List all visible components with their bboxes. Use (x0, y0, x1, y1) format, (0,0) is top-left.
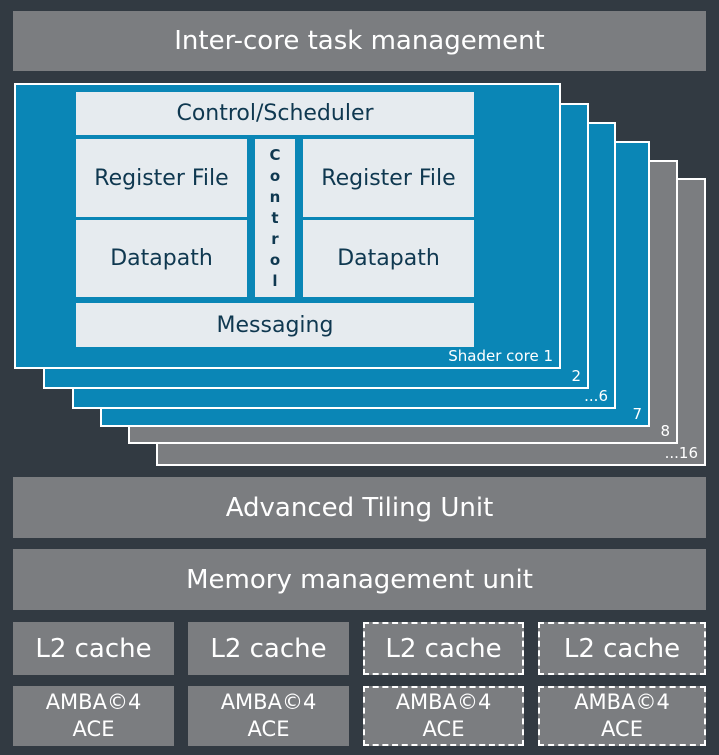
register-file-left-label: Register File (94, 165, 229, 191)
register-file-right-label: Register File (321, 165, 456, 191)
amba-label: AMBA©4 (395, 690, 492, 714)
datapath-left-label: Datapath (110, 246, 213, 271)
control-letter: n (269, 187, 281, 206)
l2-cache-label: L2 cache (35, 633, 152, 664)
ace-label: ACE (601, 717, 643, 741)
shader-core-card-1: Control/Scheduler Register File Datapath… (14, 83, 561, 369)
l2-cache-label: L2 cache (385, 633, 502, 664)
control-column-box: C o n t r o l (255, 139, 295, 297)
memory-management-unit-bar: Memory management unit (13, 549, 706, 610)
l2-cache-3-optional: L2 cache (363, 622, 524, 675)
shader-core-1-label: Shader core 1 (448, 347, 553, 365)
shader-core-number: ...6 (584, 387, 608, 405)
amba-label: AMBA©4 (574, 690, 670, 714)
advanced-tiling-unit-bar: Advanced Tiling Unit (13, 477, 706, 538)
shader-core-number: 7 (632, 405, 642, 423)
datapath-right-label: Datapath (337, 246, 440, 271)
advanced-tiling-unit-label: Advanced Tiling Unit (225, 492, 494, 523)
ace-label: ACE (247, 717, 290, 741)
messaging-box: Messaging (76, 303, 474, 347)
control-letter: t (271, 208, 279, 227)
control-letter: o (269, 250, 281, 269)
amba-ace-2: AMBA©4 ACE (188, 686, 349, 746)
l2-cache-1: L2 cache (13, 622, 174, 675)
control-letter: l (272, 271, 278, 290)
control-letter: o (269, 166, 281, 185)
l2-cache-label: L2 cache (210, 633, 327, 664)
amba-label: AMBA©4 (220, 690, 317, 714)
datapath-right-box: Datapath (303, 220, 474, 297)
amba-ace-4-optional: AMBA©4 ACE (538, 686, 706, 746)
amba-label: AMBA©4 (45, 690, 142, 714)
inter-core-task-management-bar: Inter-core task management (13, 11, 706, 71)
control-letter: C (269, 145, 281, 164)
control-letter: r (271, 229, 279, 248)
control-scheduler-label: Control/Scheduler (176, 101, 374, 126)
shader-core-number: 8 (660, 422, 670, 440)
shader-core-number: ...16 (664, 444, 698, 462)
l2-cache-2: L2 cache (188, 622, 349, 675)
register-file-left-box: Register File (76, 139, 247, 217)
l2-cache-4-optional: L2 cache (538, 622, 706, 675)
l2-cache-label: L2 cache (563, 633, 681, 664)
ace-label: ACE (72, 717, 115, 741)
messaging-label: Messaging (216, 312, 334, 338)
register-file-right-box: Register File (303, 139, 474, 217)
amba-ace-1: AMBA©4 ACE (13, 686, 174, 746)
ace-label: ACE (422, 717, 465, 741)
datapath-left-box: Datapath (76, 220, 247, 297)
shader-core-number: 2 (571, 367, 581, 385)
amba-ace-3-optional: AMBA©4 ACE (363, 686, 524, 746)
control-scheduler-box: Control/Scheduler (76, 92, 474, 135)
memory-management-unit-label: Memory management unit (186, 564, 533, 595)
inter-core-task-management-label: Inter-core task management (174, 26, 545, 56)
